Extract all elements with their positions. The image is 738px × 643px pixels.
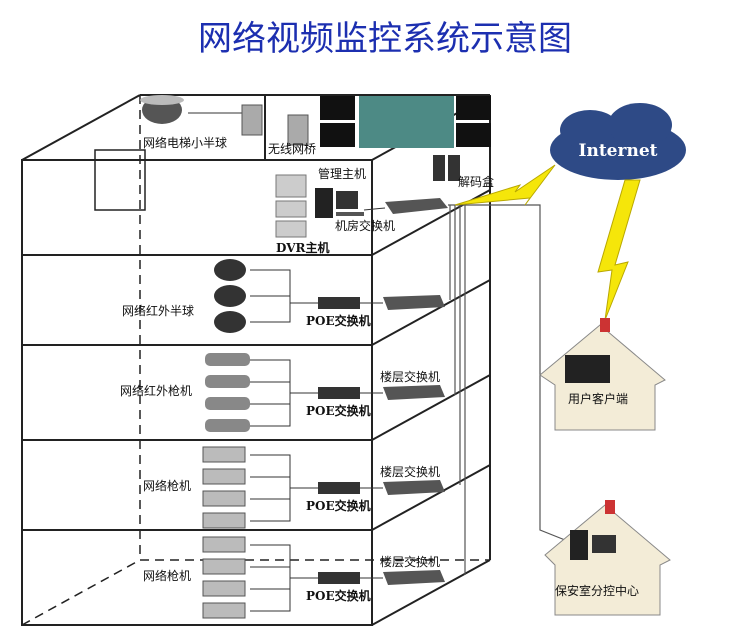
dvr-icon: [275, 174, 307, 238]
client-house-icon: [539, 318, 666, 431]
ir-dome-camera-icon: [214, 285, 246, 307]
ir-bullet-camera-icon: [205, 397, 250, 410]
box-camera-icon: [202, 580, 246, 597]
camera-group-label: 网络红外半球: [122, 303, 194, 318]
wireless-bridge-icon: [287, 114, 309, 146]
core-switch-icon: [385, 198, 448, 214]
camera-group-label: 网络枪机: [143, 478, 191, 493]
decoder-icon: [448, 155, 460, 181]
floor-1: POE交换机 网络红外半球: [122, 259, 445, 333]
poe-switch-icon: [318, 572, 360, 584]
ir-dome-camera-icon: [214, 259, 246, 281]
internet-cloud-icon: [550, 103, 686, 180]
box-camera-icon: [202, 536, 246, 553]
ir-bullet-camera-icon: [205, 419, 250, 432]
floor-switch-icon: [383, 570, 445, 585]
ir-bullet-camera-icon: [205, 375, 250, 388]
decoder-label: 解码盒: [458, 174, 494, 189]
floor-switch-icon: [383, 480, 445, 495]
security-room-house-icon: [544, 500, 671, 616]
ir-bullet-camera-icon: [205, 353, 250, 366]
poe-switch-label: POE交换机: [306, 588, 371, 603]
floor-4: POE交换机 网络枪机 楼层交换机: [143, 536, 445, 619]
security-room-label: 保安室分控中心: [555, 583, 639, 598]
box-camera-icon: [202, 490, 246, 507]
poe-switch-label: POE交换机: [306, 498, 371, 513]
wireless-bridge-icon: [241, 104, 263, 136]
client-label: 用户客户端: [568, 391, 628, 406]
poe-switch-icon: [318, 387, 360, 399]
camera-group-label: 网络枪机: [143, 568, 191, 583]
wireless-bridge-label: 无线网桥: [268, 142, 316, 156]
floor-switch-icon: [383, 385, 445, 400]
box-camera-icon: [202, 468, 246, 485]
ir-dome-camera-icon: [214, 311, 246, 333]
elevator-dome-label: 网络电梯小半球: [143, 135, 227, 150]
backbone-cables: [448, 204, 566, 575]
internet-label: Internet: [579, 141, 658, 161]
camera-group-label: 网络红外枪机: [120, 383, 192, 398]
box-camera-icon: [202, 512, 246, 529]
poe-switch-icon: [318, 297, 360, 309]
poe-switch-label: POE交换机: [306, 313, 371, 328]
poe-switch-label: POE交换机: [306, 403, 371, 418]
diagram-title: 网络视频监控系统示意图: [198, 19, 572, 59]
dvr-label: DVR主机: [276, 240, 329, 255]
floor-3: POE交换机 网络枪机 楼层交换机: [143, 446, 445, 529]
floor-switch-icon: [383, 295, 445, 310]
floor-switch-label: 楼层交换机: [380, 369, 440, 384]
building: [21, 94, 491, 626]
box-camera-icon: [202, 602, 246, 619]
mgmt-host-pc-icon: [315, 188, 364, 218]
elevator-dome-camera-icon: [140, 95, 184, 124]
box-camera-icon: [202, 558, 246, 575]
core-switch-label: 机房交换机: [335, 218, 395, 233]
video-wall-icon: [320, 96, 491, 148]
floor-switch-label: 楼层交换机: [380, 554, 440, 569]
floor-switch-label: 楼层交换机: [380, 464, 440, 479]
mgmt-host-label: 管理主机: [318, 166, 366, 181]
lightning-link-icon: [597, 179, 641, 321]
poe-switch-icon: [318, 482, 360, 494]
floor-2: POE交换机 网络红外枪机 楼层交换机: [120, 353, 445, 432]
decoder-icon: [433, 155, 445, 181]
box-camera-icon: [202, 446, 246, 463]
lightning-link-icon: [454, 164, 556, 206]
